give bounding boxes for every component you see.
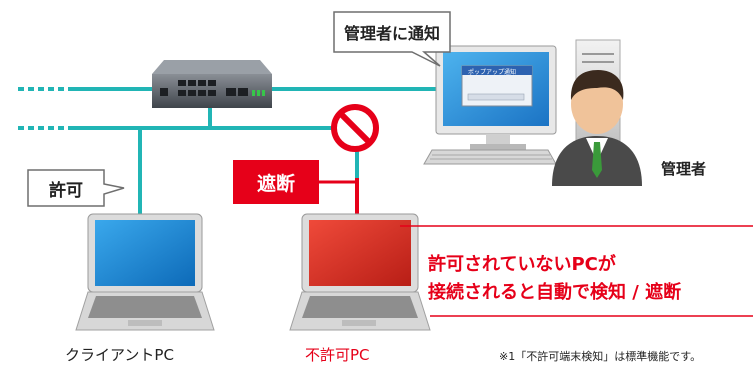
allow-text: 許可 <box>49 180 83 201</box>
admin-desktop-pc-icon <box>423 39 621 165</box>
client-laptop-icon <box>75 213 215 331</box>
notify-admin-callout: 管理者に通知 <box>334 12 450 52</box>
popup-title: ポップアップ通知 <box>468 69 517 76</box>
unauthorized-pc-label: 不許可PC <box>305 346 370 364</box>
prohibited-icon <box>331 104 379 152</box>
unauthorized-laptop-icon <box>289 213 431 331</box>
switch-hub-icon <box>152 60 272 108</box>
allow-callout: 許可 <box>28 170 104 206</box>
notify-admin-callout-shape <box>333 11 451 67</box>
detection-message-line2: 接続されると自動で検知 / 遮断 <box>428 282 682 303</box>
footnote: ※1「不許可端末検知」は標準機能です。 <box>499 350 702 363</box>
detection-message-line1: 許可されていないPCが <box>428 254 616 275</box>
allow-callout-shape <box>27 169 125 207</box>
block-text: 遮断 <box>256 172 295 195</box>
administrator-person-icon <box>552 70 642 186</box>
notify-admin-text: 管理者に通知 <box>343 24 440 43</box>
client-pc-label: クライアントPC <box>65 346 174 364</box>
block-badge: 遮断 <box>233 160 319 204</box>
admin-label: 管理者 <box>661 160 707 178</box>
